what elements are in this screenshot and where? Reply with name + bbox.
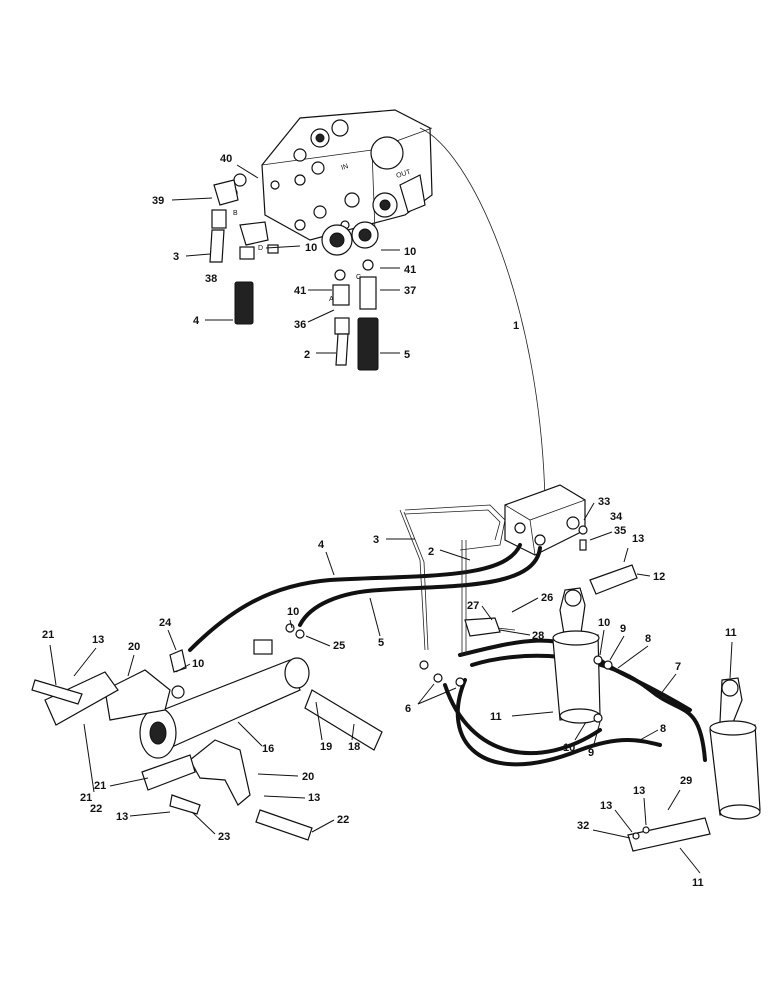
callout-7: 7 [675, 661, 681, 673]
cylinder-11-right [709, 677, 761, 820]
callout-16: 13 [600, 800, 612, 812]
pin-24 [169, 794, 201, 815]
link-20-lower [189, 739, 251, 806]
callout-11-center: 11 [490, 711, 502, 723]
callout-labels: 40 39 3 38 4 10 10 41 41 37 36 2 5 1 33 … [42, 153, 737, 889]
valve-port-mark-b: B [233, 210, 238, 217]
callout-3-top: 3 [173, 251, 179, 263]
callout-10-left: 10 [192, 658, 204, 670]
callout-27: 33 [598, 496, 610, 508]
callout-2-top: 2 [304, 349, 310, 361]
reference-curve-1 [419, 127, 546, 501]
callout-12: 12 [653, 571, 665, 583]
valve-port-mark-a: A [329, 296, 334, 303]
callout-4-top: 4 [193, 315, 200, 327]
callout-22: 21 [42, 629, 54, 641]
callout-37: 36 [294, 319, 306, 331]
hydraulic-hoses [188, 540, 707, 767]
callout-20-upper: 20 [128, 641, 140, 653]
valve-port-mark-out: OUT [395, 168, 412, 179]
link-21-upper [44, 671, 119, 726]
cylinder-11-center [552, 587, 601, 724]
valve-port-mark-d: D [258, 245, 263, 252]
valve-port-mark-in: IN [340, 163, 349, 172]
control-valve-detail: IN OUT B D A C [209, 109, 433, 371]
callout-15: 13 [633, 785, 645, 797]
callout-23: 22 [337, 814, 349, 826]
callout-8-upper: 8 [645, 633, 651, 645]
callout-10-mid: 10 [287, 606, 299, 618]
callout-32: 26 [541, 592, 553, 604]
callout-13-lower-left: 13 [116, 811, 128, 823]
callout-29: 35 [614, 525, 626, 537]
callout-34: 28 [532, 630, 544, 642]
fitting-25 [169, 649, 187, 673]
callout-4-lower: 4 [318, 539, 325, 551]
callout-41-right: 41 [404, 264, 416, 276]
pin-23 [255, 809, 313, 841]
callout-3-lower: 3 [373, 534, 379, 546]
callout-17: 16 [262, 743, 274, 755]
link-21-lower [141, 754, 196, 791]
callout-28: 34 [610, 511, 623, 523]
callout-40: 39 [152, 195, 164, 207]
callout-13-left: 13 [92, 634, 104, 646]
pin-18 [304, 689, 383, 751]
callout-25: 24 [159, 617, 172, 629]
callout-10-valve-left: 10 [305, 242, 317, 254]
callout-10-valve-right: 10 [404, 246, 416, 258]
callout-14: 11 [692, 877, 704, 889]
callout-21-upper: 21 [80, 792, 92, 804]
callout-36: 32 [577, 820, 589, 832]
callout-10-cyl-upper: 10 [598, 617, 610, 629]
pin-22 [31, 679, 83, 705]
callout-35: 29 [680, 775, 692, 787]
callout-1: 1 [513, 320, 519, 332]
callout-11-right: 11 [725, 627, 737, 639]
callout-10-cyl-lower: 10 [563, 742, 575, 754]
callout-39: 38 [205, 273, 217, 285]
callout-18: 18 [348, 741, 360, 753]
link-20-upper [104, 669, 171, 721]
callout-41: 40 [220, 153, 232, 165]
callout-33: 27 [467, 600, 479, 612]
callout-9-upper: 9 [620, 623, 626, 635]
callout-6: 6 [405, 703, 411, 715]
callout-38: 37 [404, 285, 416, 297]
callout-5-lower: 5 [378, 637, 384, 649]
pin-14 [627, 817, 711, 852]
callout-13-right: 13 [632, 533, 644, 545]
callout-19: 19 [320, 741, 332, 753]
callout-8-lower: 8 [660, 723, 666, 735]
callout-13-lower-right: 13 [308, 792, 320, 804]
callout-2-lower: 2 [428, 546, 434, 558]
lift-cylinder-17 [139, 639, 310, 759]
callout-26: 25 [333, 640, 345, 652]
callout-21-lower: 21 [94, 780, 106, 792]
callout-24: 23 [218, 831, 230, 843]
callout-20-lower: 20 [302, 771, 314, 783]
callout-9-lower: 9 [588, 747, 594, 759]
valve-port-mark-c: C [356, 274, 361, 281]
valve-assembly-lower [399, 484, 588, 651]
callout-5-top: 5 [404, 349, 410, 361]
pin-12 [589, 564, 638, 595]
callout-41-left: 41 [294, 285, 306, 297]
callout-21-bottom: 22 [90, 803, 102, 815]
